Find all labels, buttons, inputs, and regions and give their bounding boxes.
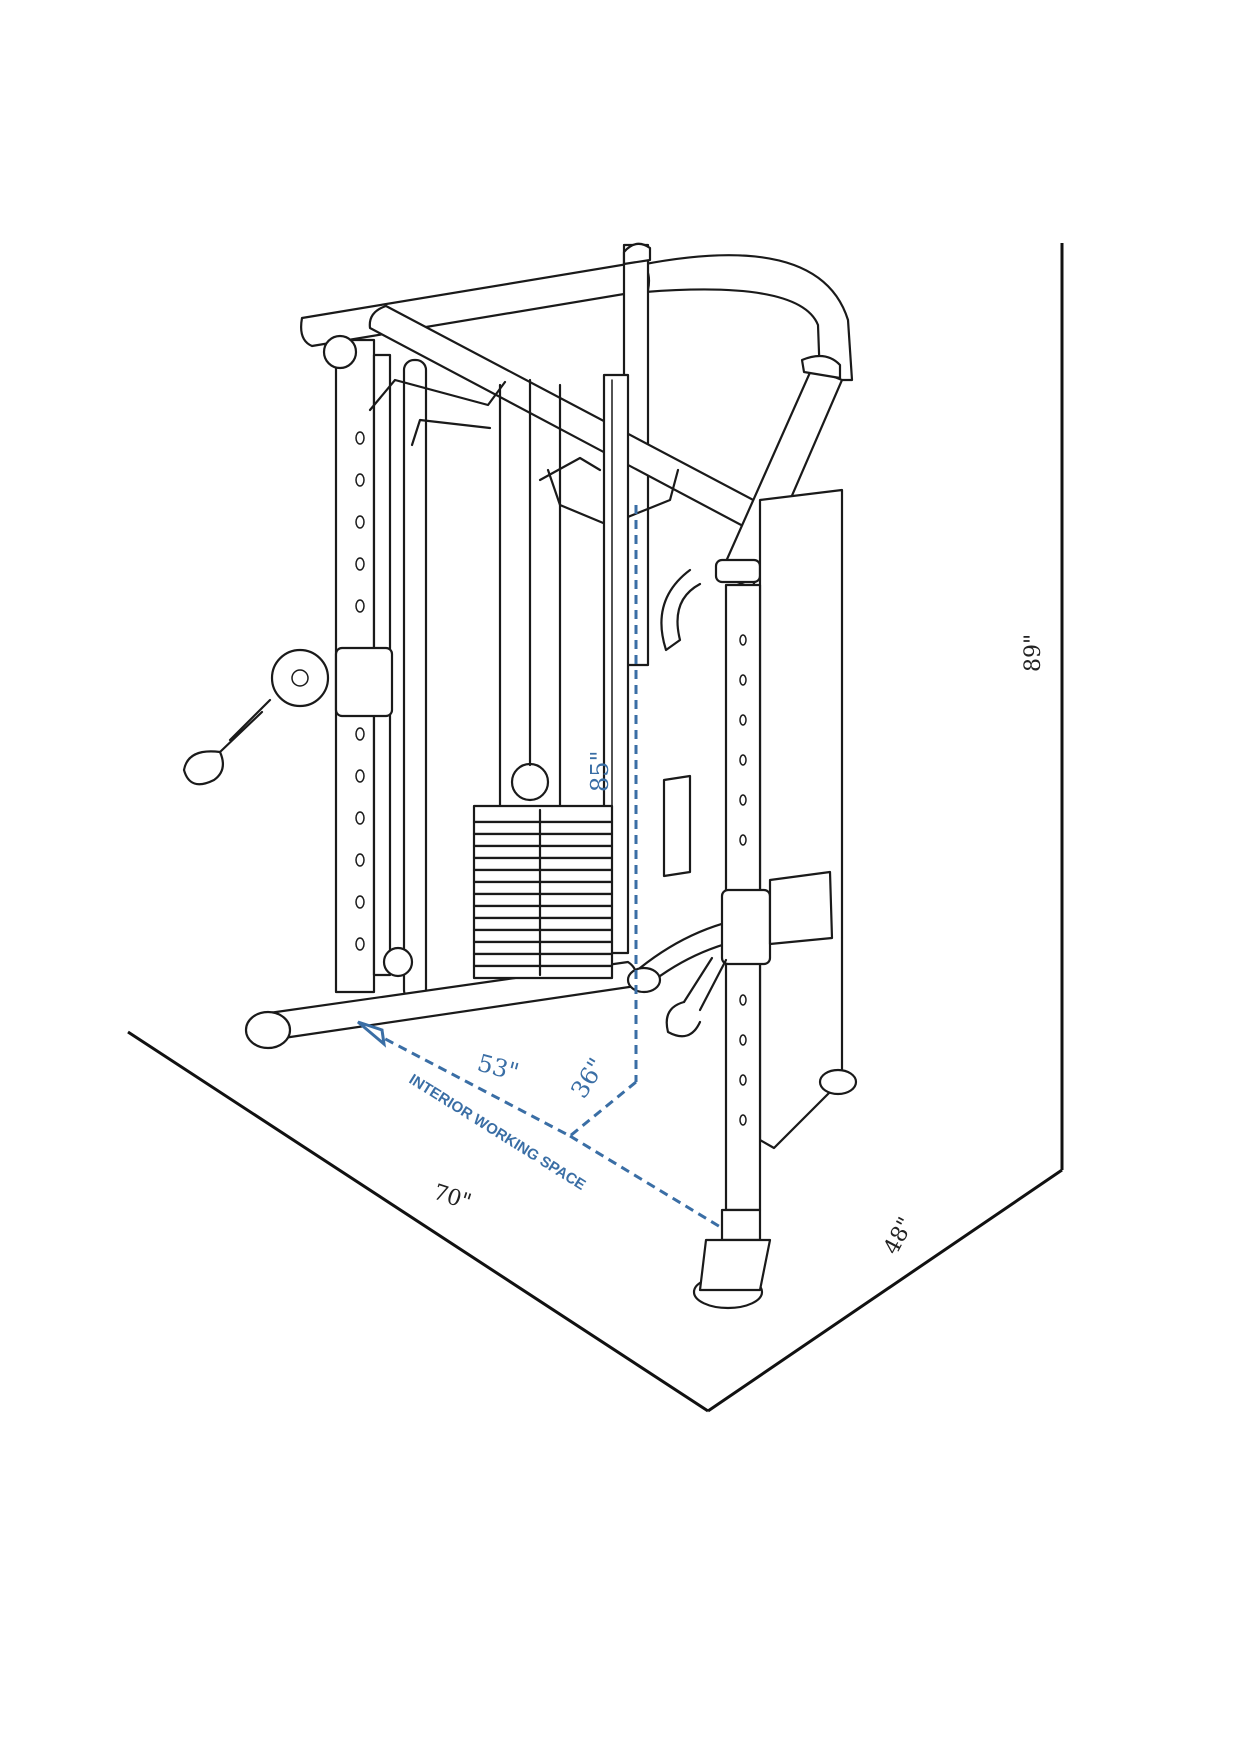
left-cable-handle xyxy=(218,698,272,754)
rear-top-cap xyxy=(622,242,652,266)
label-width-outer: 70" xyxy=(430,1180,474,1216)
label-depth-outer: 48" xyxy=(879,1213,919,1258)
interior-width-line xyxy=(371,1030,571,1138)
stack-top-pulley xyxy=(510,762,550,802)
left-bottom-pulley xyxy=(382,946,414,978)
floor-right-edge xyxy=(707,1168,1063,1413)
top-arch xyxy=(638,254,854,382)
right-handle-grip xyxy=(665,1000,702,1038)
right-rear-foot-pad xyxy=(818,1068,858,1096)
right-tower-holes xyxy=(739,634,747,1126)
interior-dimensions xyxy=(357,505,723,1230)
center-handle-bar-2 xyxy=(538,456,602,482)
left-carriage xyxy=(334,646,394,718)
right-tower-side xyxy=(758,488,844,1150)
top-crossbar-left xyxy=(300,260,651,348)
weight-stack xyxy=(472,804,614,980)
right-upper-arm xyxy=(718,366,844,590)
left-top-pulley xyxy=(322,334,358,370)
label-height-interior: 85" xyxy=(586,750,614,792)
right-carriage-bracket xyxy=(768,870,834,946)
right-arm-cap xyxy=(800,354,842,380)
machine-frame xyxy=(182,242,858,1310)
left-handle-grip xyxy=(182,750,225,786)
label-width-interior: 53" xyxy=(474,1049,521,1087)
upper-diagonal-bar xyxy=(368,304,778,537)
right-foot-rail xyxy=(720,1208,762,1242)
rear-pad xyxy=(662,774,692,878)
left-foot-pad xyxy=(244,1010,292,1050)
label-depth-interior: 36" xyxy=(565,1053,611,1103)
right-arm-end xyxy=(714,558,762,584)
left-tower-holes xyxy=(355,431,365,951)
room-outline xyxy=(127,243,1064,1413)
right-carriage xyxy=(720,888,772,966)
right-front-leg xyxy=(698,1238,772,1292)
left-pulley xyxy=(270,648,330,708)
label-height-outer: 89" xyxy=(1021,634,1046,672)
right-cable-handle xyxy=(682,956,728,1012)
center-foot-pad xyxy=(626,966,662,994)
right-side-handle xyxy=(660,568,702,652)
floor-front-edge xyxy=(127,1030,709,1413)
left-handle-bar xyxy=(368,378,507,412)
left-carriage-rail xyxy=(402,358,428,1002)
left-handle-bar-2 xyxy=(410,418,492,447)
rear-column xyxy=(602,373,630,955)
interior-front-line xyxy=(569,1134,723,1230)
interior-arrowhead xyxy=(357,1020,387,1048)
